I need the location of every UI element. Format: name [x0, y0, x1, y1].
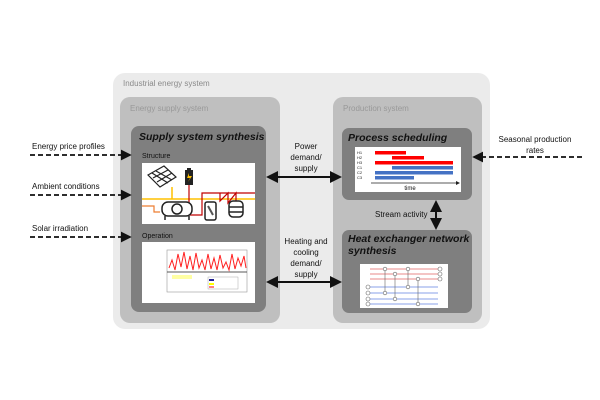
- solar-panel-icon: [147, 165, 177, 188]
- stream-label-h1: H1: [357, 150, 363, 155]
- gas-line: [142, 205, 160, 213]
- structure-label: Structure: [142, 153, 171, 160]
- stream-label-c3: C3: [357, 175, 363, 180]
- storage-tank-icon: [228, 200, 244, 218]
- industrial-energy-system-label: Industrial energy system: [123, 79, 210, 88]
- supply-system-synthesis-title: Supply system synthesis: [139, 131, 265, 143]
- heat-pump-icon: [204, 201, 217, 221]
- heating-cooling-demand-supply-label: Heating and cooling demand/ supply: [284, 237, 328, 279]
- bar-c1: [392, 166, 453, 170]
- bar-h2: [392, 156, 424, 160]
- stream-label-c2: C2: [357, 170, 363, 175]
- power-demand-supply-label: Power demand/ supply: [290, 142, 322, 173]
- hen-network-image: [360, 264, 448, 308]
- hen-synthesis-title: Heat exchanger network synthesis: [348, 233, 470, 257]
- process-scheduling-title: Process scheduling: [348, 132, 448, 144]
- bar-c2: [375, 171, 453, 175]
- input-ambient-conditions: Ambient conditions: [32, 182, 100, 191]
- stream-activity-label: Stream activity: [375, 210, 428, 219]
- stream-label-h3: H3: [357, 160, 363, 165]
- energy-supply-system-label: Energy supply system: [130, 104, 209, 113]
- bar-h3: [375, 161, 453, 165]
- bar-c3: [375, 176, 414, 180]
- bar-h1: [375, 151, 406, 155]
- input-seasonal-production-rates: Seasonal production rates: [498, 135, 572, 155]
- input-solar-irradiation: Solar irradiation: [32, 224, 89, 233]
- stream-label-h2: H2: [357, 155, 363, 160]
- stream-label-c1: C1: [357, 165, 363, 170]
- input-energy-price-profiles: Energy price profiles: [32, 142, 105, 151]
- schedule-gantt: H1 H2 H3 C1 C2 C3 time: [355, 147, 461, 192]
- operation-chart-image: [142, 242, 255, 303]
- production-system-label: Production system: [343, 104, 409, 113]
- structure-image: [142, 163, 255, 224]
- operation-label: Operation: [142, 233, 173, 240]
- storage-level-line: [168, 251, 247, 272]
- chp-engine-icon: [161, 201, 193, 220]
- time-axis-label: time: [404, 186, 416, 192]
- battery-icon: [185, 168, 193, 185]
